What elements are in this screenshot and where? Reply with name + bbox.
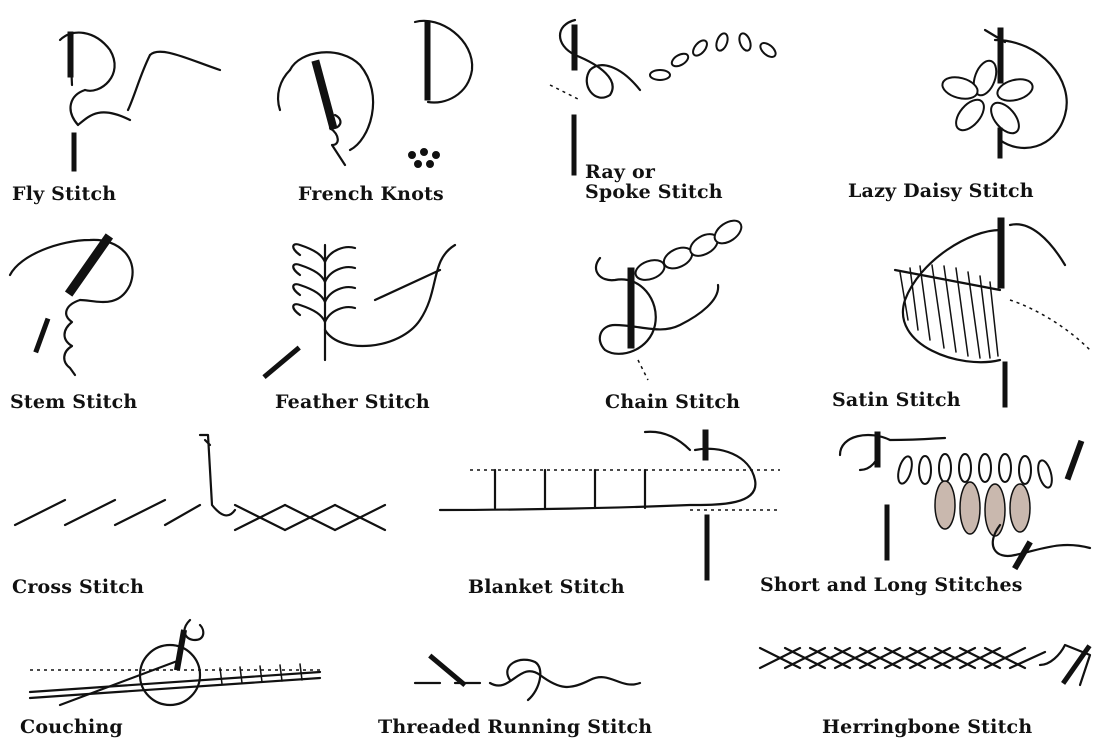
chain-stitch-illustration <box>596 216 745 380</box>
caption-ray-spoke: Ray or Spoke Stitch <box>585 162 723 202</box>
lazy-daisy-illustration <box>940 28 1067 158</box>
blanket-stitch-illustration <box>440 430 780 580</box>
feather-stitch-illustration <box>263 244 455 378</box>
caption-ray-spoke-line2: Spoke Stitch <box>585 182 723 202</box>
caption-french-knots: French Knots <box>298 183 444 205</box>
caption-herringbone: Herringbone Stitch <box>822 716 1032 738</box>
stem-stitch-illustration <box>10 234 133 375</box>
caption-chain-stitch: Chain Stitch <box>605 391 740 413</box>
cross-stitch-illustration <box>15 435 385 530</box>
caption-feather-stitch: Feather Stitch <box>275 391 430 413</box>
caption-cross-stitch: Cross Stitch <box>12 576 144 598</box>
caption-stem-stitch: Stem Stitch <box>10 391 137 413</box>
caption-short-long: Short and Long Stitches <box>760 574 1023 596</box>
french-knots-illustration <box>278 21 472 168</box>
short-long-illustration <box>840 432 1090 569</box>
caption-fly-stitch: Fly Stitch <box>12 183 116 205</box>
couching-illustration <box>30 620 320 705</box>
caption-satin-stitch: Satin Stitch <box>832 389 961 411</box>
fly-stitch-illustration <box>60 32 220 171</box>
ray-spoke-illustration <box>550 20 778 175</box>
caption-blanket-stitch: Blanket Stitch <box>468 576 625 598</box>
caption-couching: Couching <box>20 716 123 738</box>
satin-stitch-illustration <box>895 218 1090 407</box>
threaded-running-illustration <box>415 654 640 700</box>
herringbone-illustration <box>760 645 1091 685</box>
caption-ray-spoke-line1: Ray or <box>585 162 723 182</box>
caption-lazy-daisy: Lazy Daisy Stitch <box>848 180 1034 202</box>
caption-threaded-running: Threaded Running Stitch <box>378 716 652 738</box>
